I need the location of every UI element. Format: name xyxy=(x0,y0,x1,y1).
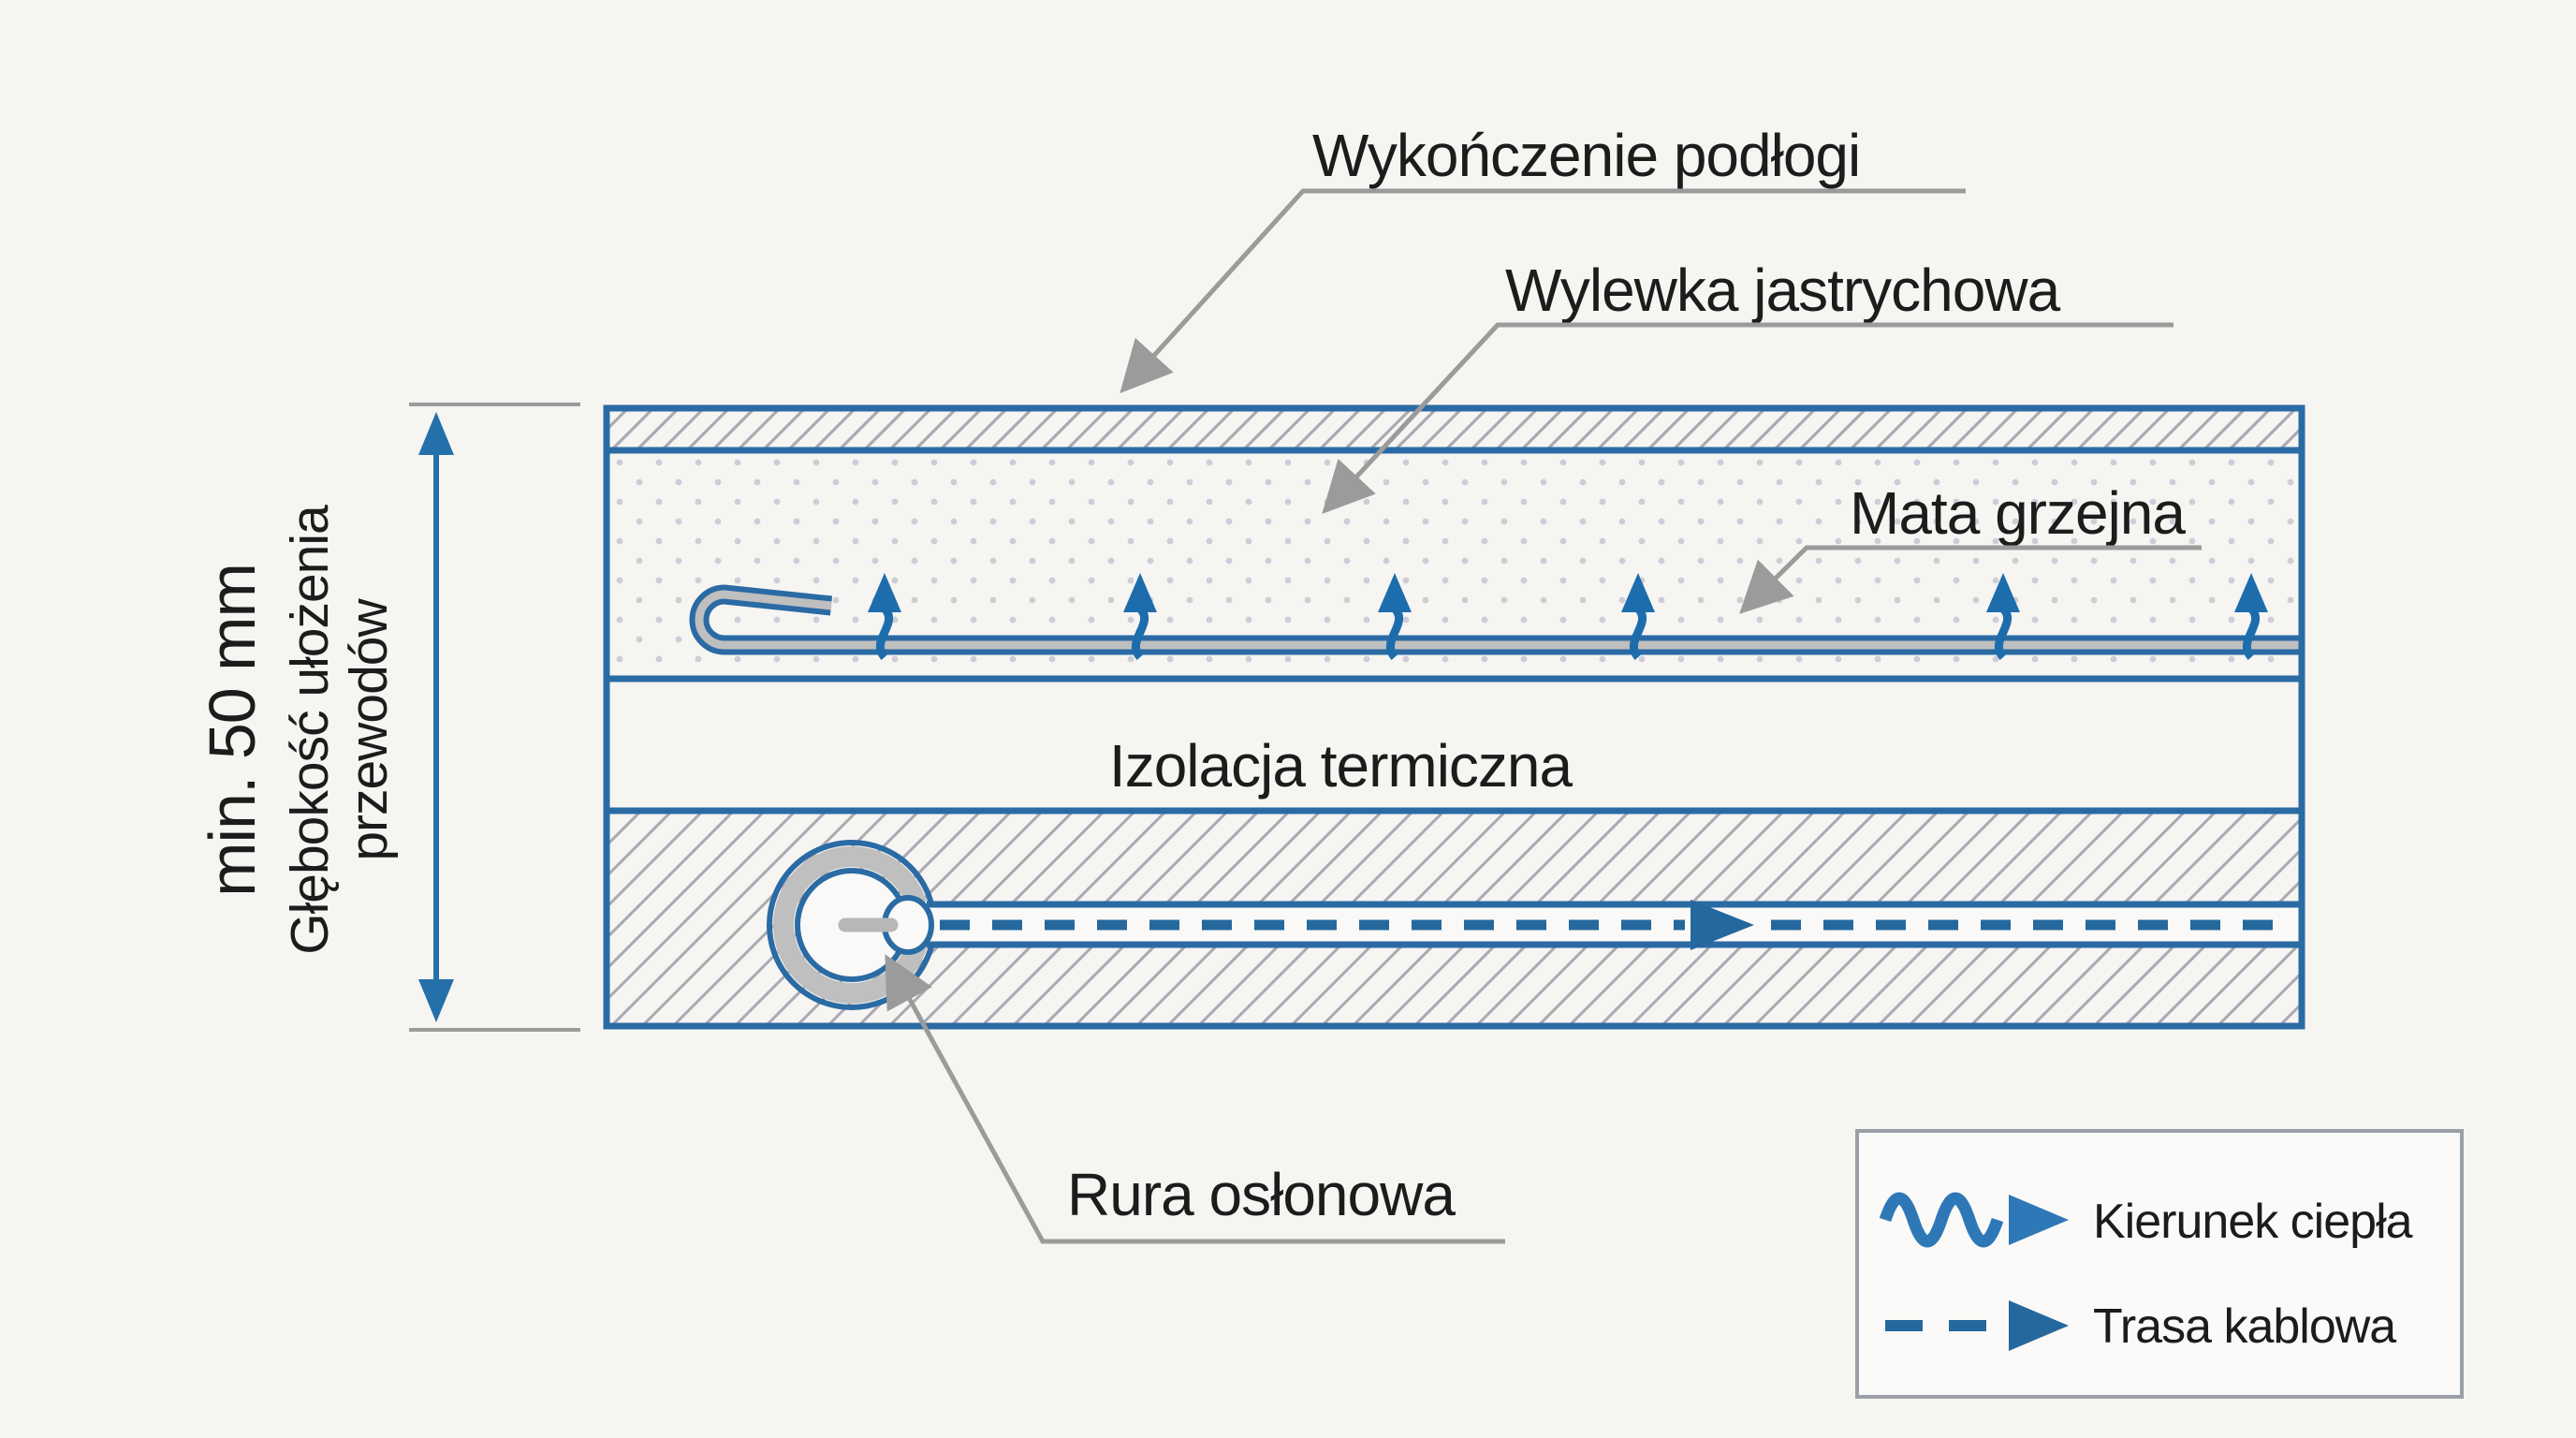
section-border xyxy=(603,404,2305,1030)
heating-mat-label: Mata grzejna xyxy=(1850,479,2186,547)
screed-label: Wylewka jastrychowa xyxy=(1505,257,2061,324)
dimension-arrow-icon xyxy=(418,412,454,1022)
heat-arrow-icon xyxy=(1378,573,1412,660)
heat-wave-icon xyxy=(1879,1192,2004,1248)
conduit-label: Rura osłonowa xyxy=(1067,1161,1456,1228)
heat-arrow-icon xyxy=(2234,573,2268,660)
legend-heat-direction-row: Kierunek ciepła xyxy=(1879,1192,2414,1249)
cable-dash-arrowhead-icon xyxy=(2009,1300,2069,1351)
legend-heat-label: Kierunek ciepła xyxy=(2093,1195,2413,1249)
screed-leader-arrow xyxy=(1322,322,2174,515)
dimension-value: min. 50 mm xyxy=(196,564,269,897)
conduit-leader-arrow xyxy=(885,954,1505,1244)
depth-dimension: min. 50 mm Głębokość ułożenia przewodów xyxy=(196,403,580,1032)
legend: Kierunek ciepła Trasa kablowa xyxy=(1855,1129,2464,1399)
legend-cable-label: Trasa kablowa xyxy=(2093,1299,2396,1354)
heat-arrow-icon xyxy=(1123,573,1157,660)
heat-arrows xyxy=(868,573,2268,660)
heat-wave-arrowhead-icon xyxy=(2009,1195,2069,1245)
legend-box xyxy=(1855,1129,2464,1399)
cable-route-arrowhead-icon xyxy=(1690,900,1754,950)
heating-mat-cable-core xyxy=(695,590,2299,650)
floor-finish-leader-arrow xyxy=(1120,188,1966,394)
heat-arrow-icon xyxy=(868,573,901,660)
callouts: Wykończenie podłogi Wylewka jastrychowa … xyxy=(885,122,2202,1244)
insulation-label: Izolacja termiczna xyxy=(1109,732,1573,800)
heat-arrow-icon xyxy=(1986,573,2020,660)
dimension-caption-line2: przewodów xyxy=(339,598,399,861)
cable-route-dashed-line xyxy=(940,900,2291,950)
dimension-caption-line1: Głębokość ułożenia xyxy=(280,505,340,955)
legend-cable-route-row: Trasa kablowa xyxy=(1885,1299,2397,1354)
heating-mat-leader-arrow xyxy=(1739,545,2202,614)
floor-finish-label: Wykończenie podłogi xyxy=(1312,122,1860,189)
heat-arrow-icon xyxy=(1621,573,1655,660)
layer-floor-finish xyxy=(608,410,2299,449)
conduit-tube xyxy=(838,895,2299,955)
